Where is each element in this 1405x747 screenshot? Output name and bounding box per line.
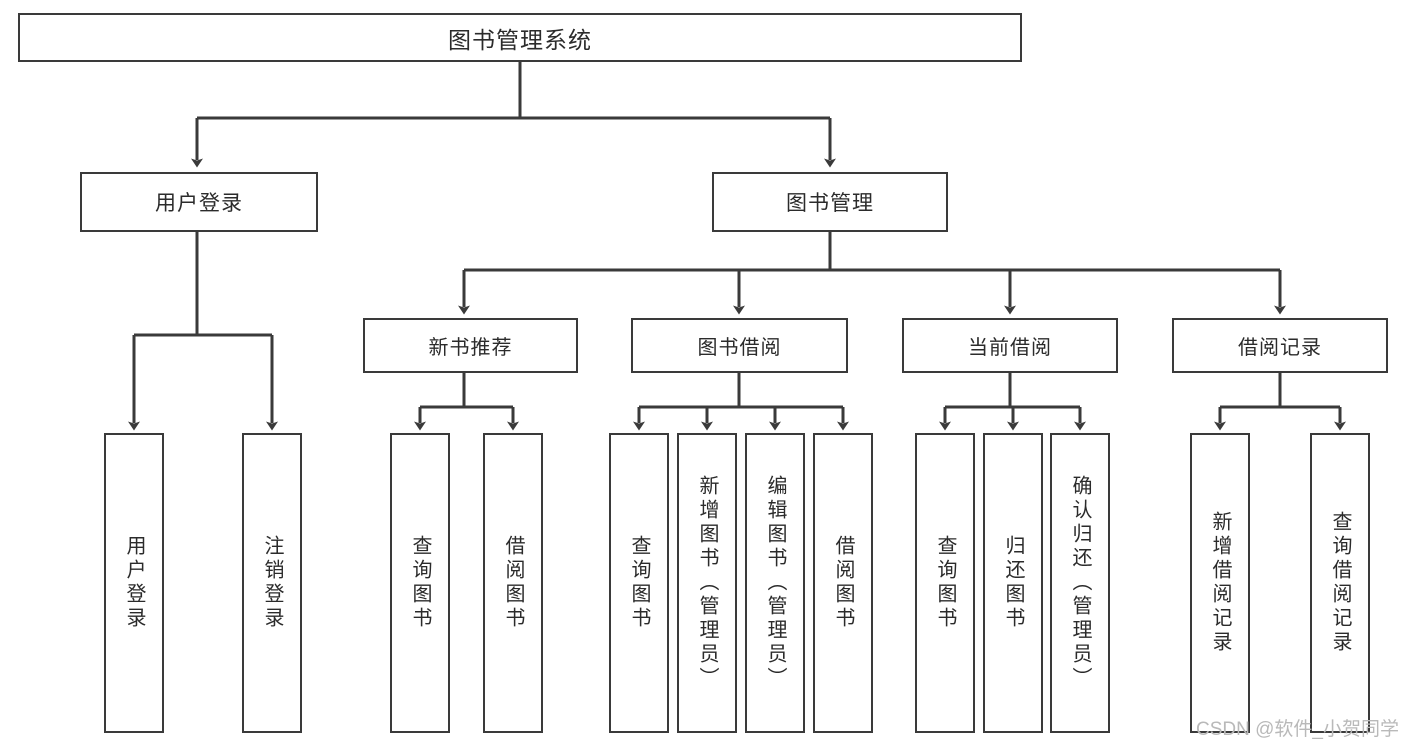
- node-leaf-borrow-book-1[interactable]: 借阅图书: [483, 433, 543, 733]
- node-current-borrow[interactable]: 当前借阅: [902, 318, 1118, 373]
- node-label: 确认归还（管理员）: [1069, 475, 1091, 691]
- node-user-login[interactable]: 用户登录: [80, 172, 318, 232]
- node-leaf-user-logout[interactable]: 注销登录: [242, 433, 302, 733]
- watermark-text: CSDN @软件_小贺同学: [1196, 719, 1399, 740]
- node-label: 查询图书: [409, 535, 431, 631]
- node-label: 图书借阅: [697, 337, 782, 359]
- node-label: 新增借阅记录: [1209, 511, 1231, 655]
- node-leaf-edit-book[interactable]: 编辑图书（管理员）: [745, 433, 805, 733]
- node-book-borrow[interactable]: 图书借阅: [631, 318, 848, 373]
- node-label: 查询图书: [934, 535, 956, 631]
- node-leaf-query-record[interactable]: 查询借阅记录: [1310, 433, 1370, 733]
- node-label: 注销登录: [261, 535, 283, 631]
- node-label: 用户登录: [123, 535, 145, 631]
- node-label: 查询借阅记录: [1329, 511, 1351, 655]
- node-label: 图书管理系统: [448, 26, 592, 53]
- node-leaf-confirm-return[interactable]: 确认归还（管理员）: [1050, 433, 1110, 733]
- node-label: 用户登录: [155, 192, 243, 215]
- node-label: 借阅图书: [832, 535, 854, 631]
- node-label: 图书管理: [786, 192, 874, 215]
- node-leaf-add-record[interactable]: 新增借阅记录: [1190, 433, 1250, 733]
- node-book-management[interactable]: 图书管理: [712, 172, 948, 232]
- node-leaf-return-book[interactable]: 归还图书: [983, 433, 1043, 733]
- node-label: 编辑图书（管理员）: [764, 475, 786, 691]
- node-leaf-query-book-1[interactable]: 查询图书: [390, 433, 450, 733]
- node-label: 当前借阅: [968, 337, 1052, 359]
- node-label: 借阅记录: [1238, 337, 1322, 359]
- node-label: 查询图书: [628, 535, 650, 631]
- node-label: 新书推荐: [428, 337, 513, 359]
- node-leaf-borrow-book-2[interactable]: 借阅图书: [813, 433, 873, 733]
- node-leaf-user-login[interactable]: 用户登录: [104, 433, 164, 733]
- node-leaf-add-book[interactable]: 新增图书（管理员）: [677, 433, 737, 733]
- node-root-book-management-system[interactable]: 图书管理系统: [18, 13, 1022, 62]
- node-leaf-query-book-2[interactable]: 查询图书: [609, 433, 669, 733]
- node-new-book-recommend[interactable]: 新书推荐: [363, 318, 578, 373]
- node-borrow-record[interactable]: 借阅记录: [1172, 318, 1388, 373]
- node-label: 借阅图书: [502, 535, 524, 631]
- node-label: 新增图书（管理员）: [696, 475, 718, 691]
- node-label: 归还图书: [1002, 535, 1024, 631]
- node-leaf-query-book-3[interactable]: 查询图书: [915, 433, 975, 733]
